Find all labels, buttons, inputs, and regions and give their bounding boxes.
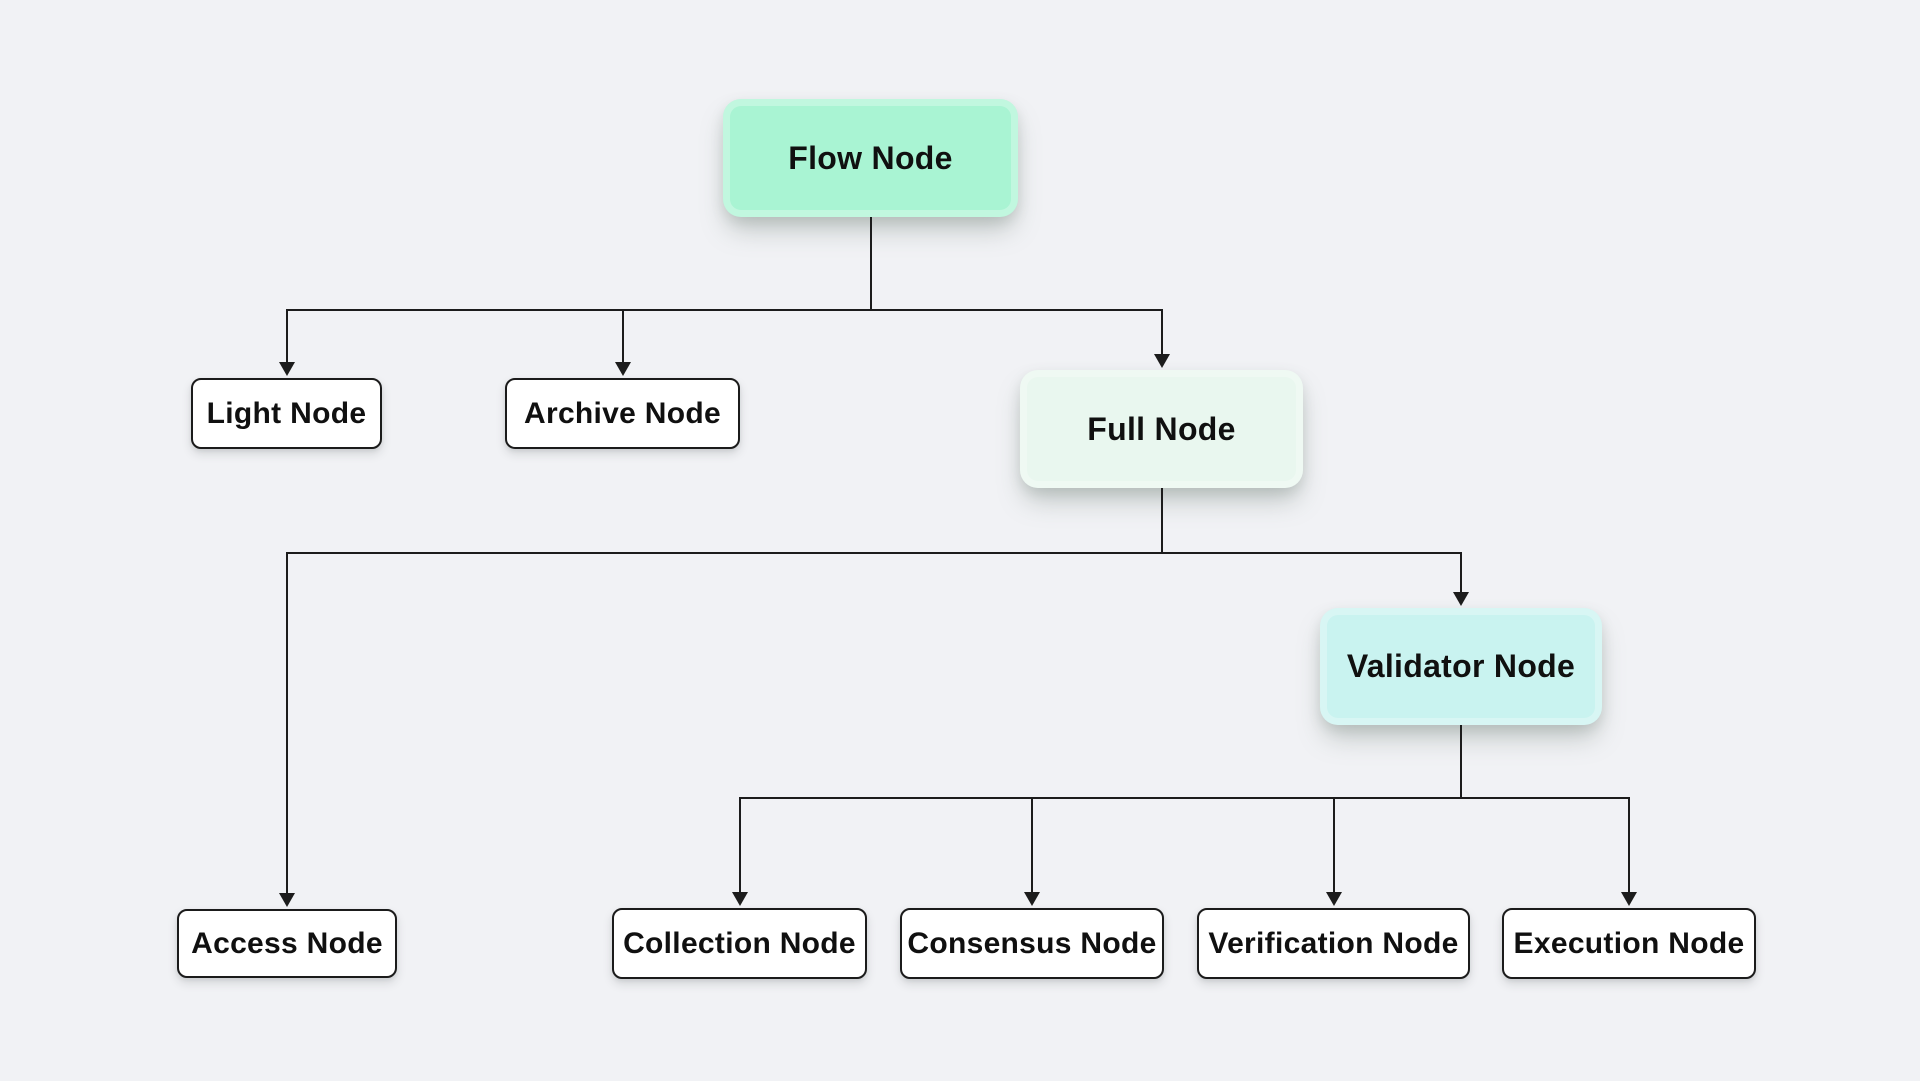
arrowhead-down-icon	[614, 362, 631, 376]
connector-line	[621, 310, 624, 362]
arrowhead-down-icon	[1621, 892, 1637, 906]
node-light: Light Node	[191, 378, 382, 449]
node-label-access: Access Node	[191, 926, 383, 960]
node-verification: Verification Node	[1197, 908, 1470, 979]
node-label-collection: Collection Node	[623, 926, 856, 960]
node-full: Full Node	[1020, 370, 1303, 488]
node-execution: Execution Node	[1502, 908, 1756, 979]
node-label-validator: Validator Node	[1346, 648, 1576, 684]
arrowhead-down-icon	[1453, 592, 1469, 606]
node-access: Access Node	[177, 909, 397, 978]
connector-line	[1460, 553, 1462, 592]
arrowhead-down-icon	[278, 362, 295, 376]
arrowhead-down-icon	[731, 892, 748, 906]
node-label-full: Full Node	[1087, 410, 1236, 447]
connector-line	[1332, 798, 1335, 892]
node-flow: Flow Node	[723, 99, 1018, 217]
arrowhead-down-icon	[1024, 892, 1040, 906]
connector-line	[869, 217, 872, 311]
node-label-archive: Archive Node	[524, 396, 721, 430]
connector-line	[738, 797, 1630, 799]
connector-line	[1031, 798, 1033, 892]
node-label-verification: Verification Node	[1208, 926, 1459, 960]
connector-line	[1628, 798, 1630, 892]
node-label-consensus: Consensus Node	[907, 926, 1157, 960]
node-archive: Archive Node	[505, 378, 740, 449]
arrowhead-down-icon	[279, 893, 295, 907]
node-label-light: Light Node	[206, 396, 367, 430]
node-collection: Collection Node	[612, 908, 867, 979]
connector-line	[285, 309, 1163, 311]
node-label-flow: Flow Node	[788, 139, 953, 176]
connector-line	[1160, 310, 1163, 354]
connector-line	[738, 798, 741, 892]
connector-line	[286, 553, 288, 893]
node-validator: Validator Node	[1320, 608, 1602, 725]
arrowhead-down-icon	[1153, 354, 1170, 368]
node-label-execution: Execution Node	[1513, 926, 1745, 960]
connector-line	[1160, 488, 1163, 554]
node-consensus: Consensus Node	[900, 908, 1164, 979]
arrowhead-down-icon	[1325, 892, 1342, 906]
connector-line	[286, 552, 1462, 554]
connector-line	[1460, 725, 1462, 799]
connector-line	[285, 310, 288, 362]
